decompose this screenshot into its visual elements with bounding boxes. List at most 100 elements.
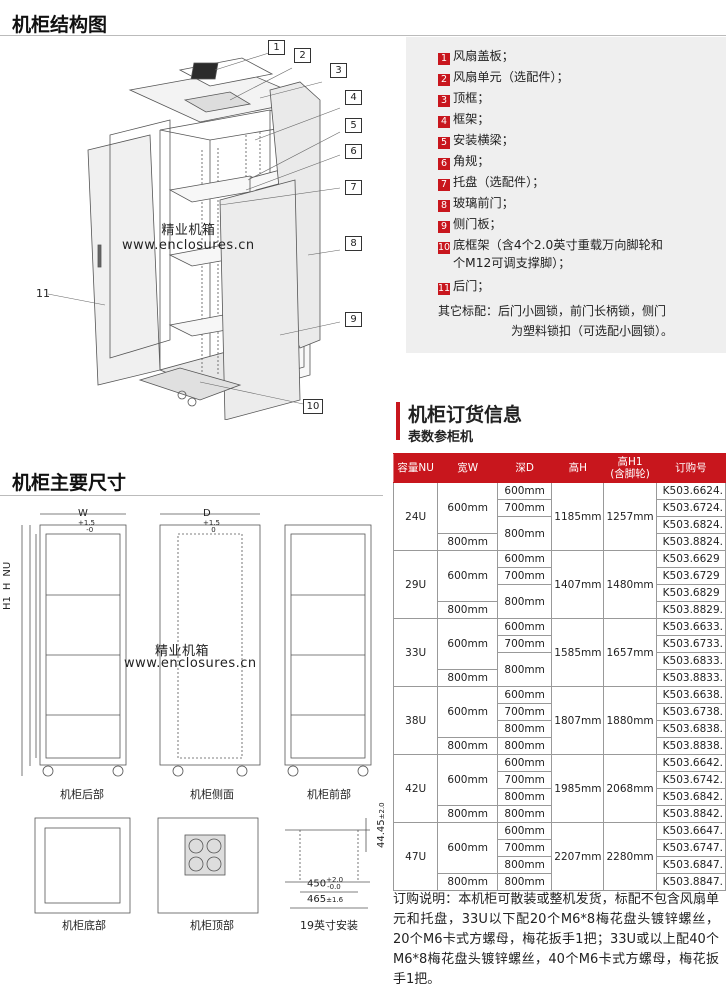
cell-h: 1807mm [551,686,605,755]
watermark-brand: 精业机箱 [155,644,210,659]
cell-sku: K503.8833. [655,669,726,687]
cell-w: 600mm [437,618,498,670]
cell-w: 800mm [437,533,498,551]
cell-h1: 1880mm [603,686,657,755]
dimensions-title-rule [0,495,383,496]
watermark-url: www.enclosures.cn [122,238,255,253]
order-row: 700mm K503.6733. [394,635,726,653]
cell-sku: K503.8847. [655,873,726,891]
cell-sku: K503.6733. [655,635,726,653]
cell-w: 800mm [437,805,498,823]
cell-w: 600mm [437,482,498,534]
cell-w: 600mm [437,550,498,602]
cell-w: 600mm [437,822,498,874]
caption-rack: 19英寸安装 [300,919,358,932]
callout-6: 6 [345,144,362,159]
order-header-row: 容量NU 宽W 深D 高H 高H1 (含脚轮) 订购号 [392,453,726,483]
cell-sku: K503.6833. [655,652,726,670]
structure-title: 机柜结构图 [12,14,108,36]
order-row: 800mm K503.6838. [394,720,726,738]
height-labels: H1 H NU [2,561,13,610]
depth-dimension: D +1.5 0 [203,508,220,535]
order-note: 订购说明：本机柜可散装或整机发货，标配不包含风扇单元和托盘，33U以下配20个M… [393,892,719,987]
cell-h: 1985mm [551,754,605,823]
misc-standard: 其它标配：后门小圆锁，前门长柄锁，侧门 [438,304,667,318]
col-nu: 容量NU [392,453,439,483]
cell-sku: K503.6847. [655,856,726,874]
order-heading-bar [396,402,400,440]
cell-h1: 1257mm [603,482,657,551]
cell-sku: K503.6829 [655,584,726,602]
cell-d: 700mm [496,635,553,653]
cell-nu: 29U [392,550,439,619]
cell-h1: 1657mm [603,618,657,687]
caption-rear: 机柜后部 [60,788,104,801]
caption-front: 机柜前部 [307,788,351,801]
caption-bottom: 机柜底部 [62,919,106,932]
cell-nu: 47U [392,822,439,891]
cell-nu: 38U [392,686,439,755]
cell-sku: K503.6842. [655,788,726,806]
caption-top: 机柜顶部 [190,919,234,932]
cell-h: 1585mm [551,618,605,687]
cell-sku: K503.6838. [655,720,726,738]
rack-dim-450: 450+2.0-0.0 [307,876,344,892]
cell-d: 800mm [496,788,553,806]
cell-d: 600mm [496,686,553,704]
misc-standard-line2: 为塑料锁扣（可选配小圆锁）。 [511,324,674,338]
cell-sku: K503.6642. [655,754,726,772]
cell-sku: K503.6742. [655,771,726,789]
cell-sku: K503.6629 [655,550,726,568]
cell-h: 2207mm [551,822,605,891]
structure-title-rule [0,35,726,36]
cell-sku: K503.6729 [655,567,726,585]
cell-w: 800mm [437,873,498,891]
callout-10: 10 [303,399,323,414]
width-dimension: W +1.5 -0 [78,508,95,535]
order-row: 800mm K503.6842. [394,788,726,806]
cell-sku: K503.8829. [655,601,726,619]
cell-d: 800mm [496,805,553,823]
cell-w: 800mm [437,669,498,687]
cell-sku: K503.8842. [655,805,726,823]
cell-sku: K503.6633. [655,618,726,636]
cell-sku: K503.6624. [655,482,726,500]
cell-h1: 2068mm [603,754,657,823]
cell-w: 600mm [437,754,498,806]
order-title: 机柜订货信息 [408,404,523,426]
cell-w: 800mm [437,737,498,755]
col-h1: 高H1 (含脚轮) [603,453,657,483]
col-sku: 订购号 [655,453,726,483]
callout-9: 9 [345,312,362,327]
cell-nu: 42U [392,754,439,823]
col-d: 深D [496,453,553,483]
cell-d: 800mm [496,720,553,738]
cell-d: 800mm [496,584,553,619]
rack-dim-4445: 44.45±2.0 [376,802,387,848]
cell-sku: K503.6824. [655,516,726,534]
cell-sku: K503.8824. [655,533,726,551]
callout-8: 8 [345,236,362,251]
watermark-brand: 精业机箱 [161,223,216,238]
cell-w: 600mm [437,686,498,738]
cell-d: 700mm [496,499,553,517]
order-subtitle: 表数参柜机 [408,430,474,445]
watermark-top: 精业机箱 www.enclosures.cn [122,219,255,253]
cell-sku: K503.6647. [655,822,726,840]
cell-d: 700mm [496,703,553,721]
watermark-url-bottom: www.enclosures.cn [124,656,257,671]
cell-d: 600mm [496,618,553,636]
